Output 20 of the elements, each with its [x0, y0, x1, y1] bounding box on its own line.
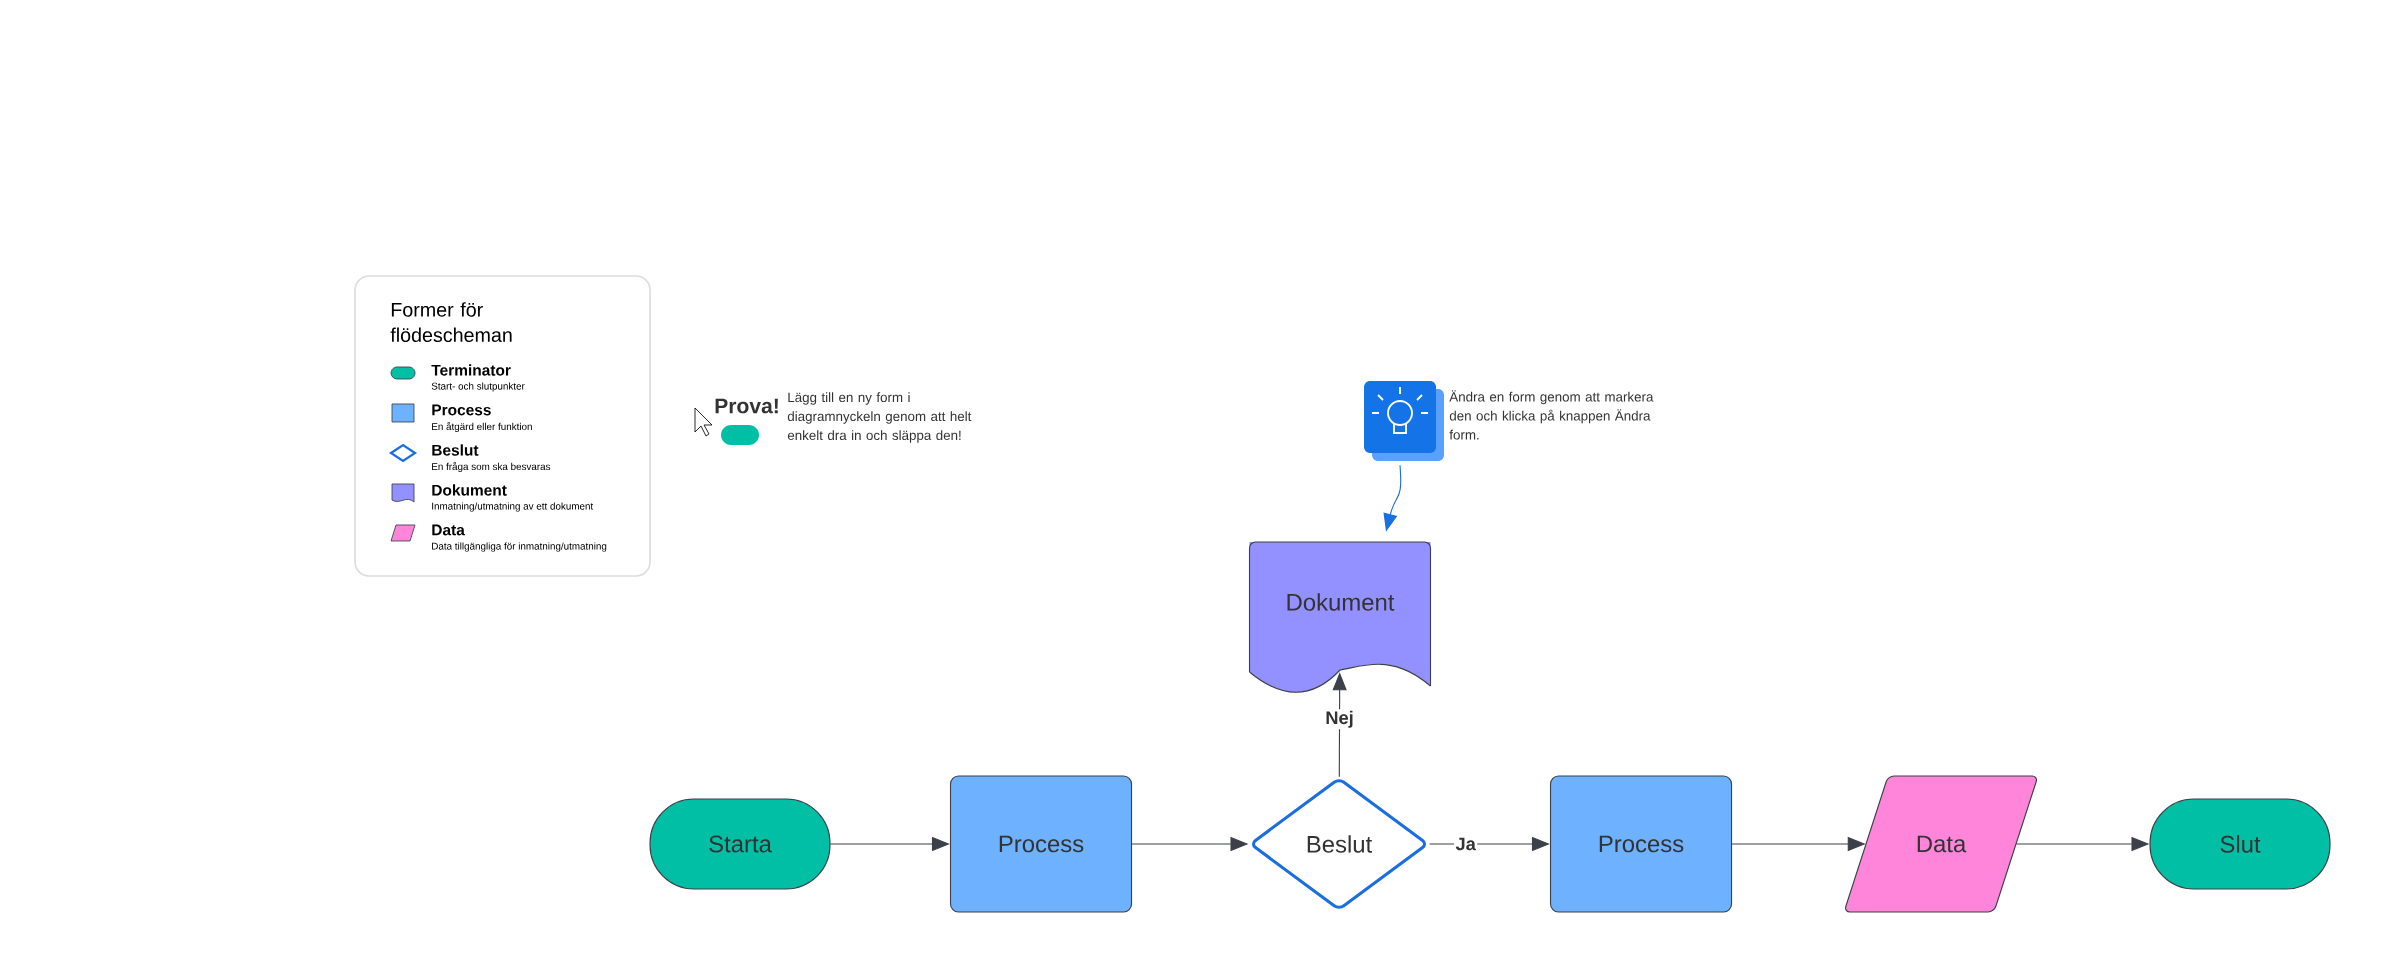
legend-description: En fråga som ska besvaras — [432, 462, 551, 472]
edge-label: Ja — [1454, 836, 1478, 852]
lightbulb-icon — [1364, 381, 1444, 461]
legend-label: Terminator — [431, 364, 511, 376]
hint-heading: Prova! — [715, 398, 778, 414]
legend-description: Data tillgängliga för inmatning/utmatning — [432, 542, 607, 552]
legend-label: Process — [432, 404, 491, 416]
legend-description: En åtgärd eller funktion — [432, 422, 532, 432]
process-box: Process — [949, 775, 1133, 913]
legend-description: Start- och slutpunkter — [431, 382, 525, 392]
tip-text: Ändra en form genom att markera den och klicka på knappen Ändra form. — [1449, 390, 1654, 440]
legend-label: Dokument — [432, 484, 507, 496]
process-box: Process — [1549, 775, 1733, 913]
data-parallelogram: Data — [1845, 775, 2037, 913]
legend-title: Former för flödescheman — [390, 302, 512, 342]
edge-label: Nej — [1323, 709, 1356, 730]
legend-label: Beslut — [432, 444, 479, 456]
legend-label: Data — [432, 524, 465, 536]
legend-description: Inmatning/utmatning av ett dokument — [432, 502, 594, 512]
hint-text: Lägg till en ny form i diagramnyckeln genom att helt enkelt dra in och släppa den! — [787, 392, 972, 443]
